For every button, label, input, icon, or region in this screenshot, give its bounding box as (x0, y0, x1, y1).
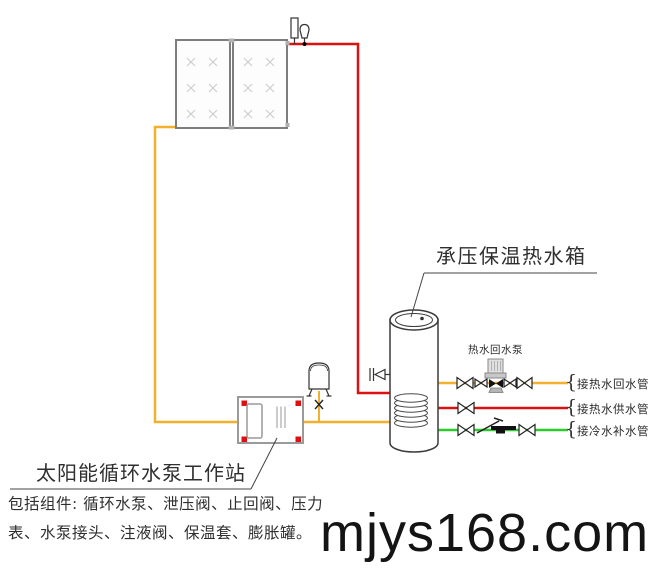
corner-screw (241, 400, 247, 406)
station-window (246, 403, 263, 439)
leader-line-tank (410, 272, 597, 318)
port-label-hot-supply: 接热水供水管 (577, 402, 649, 416)
heat-exchanger-coil (394, 393, 428, 428)
valve-icon (474, 377, 488, 389)
panel-connector (285, 123, 290, 127)
valve-icon (457, 423, 475, 437)
valve-icon (518, 423, 536, 437)
station-label: 太阳能循环水泵工作站 (36, 461, 246, 485)
tank-label: 承压保温热水箱 (436, 244, 587, 268)
port-brace: { (565, 418, 578, 440)
air-vent-valve-icon (290, 17, 310, 46)
corner-screw (295, 436, 301, 442)
expansion-tank-icon (306, 362, 332, 397)
solar-hot-supply-pipe (287, 42, 390, 395)
leader-line-station (10, 437, 278, 490)
check-valve-icon (476, 417, 516, 434)
watermark-text: mjys168.com (320, 503, 650, 563)
circulation-pump-icon (484, 358, 507, 393)
valve-icon (503, 377, 517, 389)
pump-station-box (237, 396, 304, 444)
port-brace: { (565, 371, 578, 393)
storage-tank (389, 309, 439, 453)
port-brace: { (565, 396, 578, 418)
panel-connector (228, 125, 235, 130)
corner-screw (241, 436, 247, 442)
corner-screw (295, 400, 301, 406)
valve-icon (516, 376, 533, 390)
panel-connector (228, 38, 235, 43)
solar-collector-panels (175, 38, 290, 130)
relief-valve-icon (369, 368, 390, 381)
panel-connector (285, 41, 290, 45)
return-pump-label: 热水回水泵 (468, 344, 523, 356)
port-label-cold-makeup: 接冷水补水管 (577, 424, 649, 438)
valve-icon (457, 401, 475, 415)
fill-valve-icon (314, 399, 324, 410)
components-list-line1: 包括组件: 循环水泵、泄压阀、止回阀、压力 (8, 495, 324, 513)
components-list-line2: 表、水泵接头、注液阀、保温套、膨胀罐。 (8, 524, 313, 542)
valve-icon (456, 376, 474, 390)
tank-top-fitting (420, 316, 424, 321)
solar-cold-return-pipe (153, 125, 390, 424)
station-vent-grille (276, 406, 286, 428)
port-label-hot-return: 接热水回水管 (577, 377, 649, 391)
